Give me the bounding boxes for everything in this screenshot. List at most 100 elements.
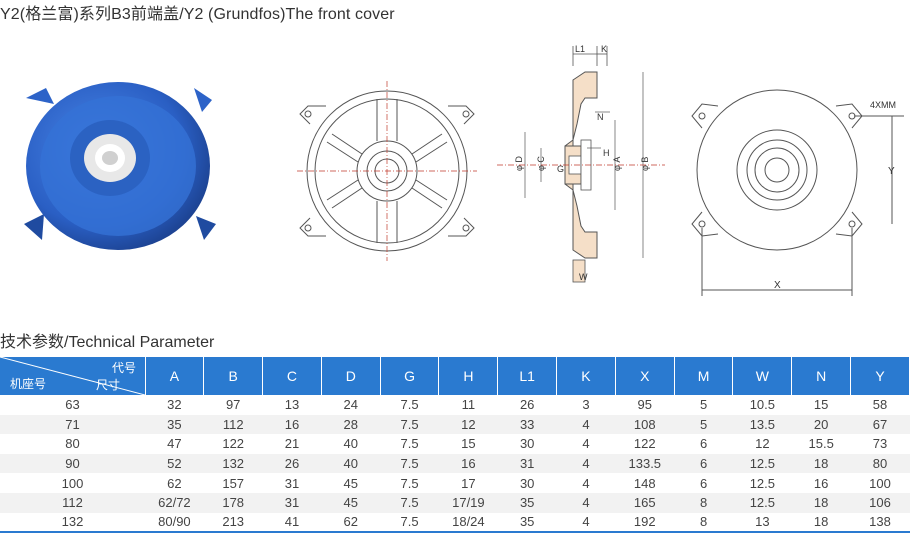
dim-label-k: K bbox=[601, 44, 607, 54]
table-cell: 7.5 bbox=[380, 492, 439, 513]
table-cell: 15.5 bbox=[808, 436, 834, 452]
table-cell: 7.5 bbox=[400, 436, 419, 452]
table-cell: 17/19 bbox=[438, 492, 498, 513]
table-cell: 138 bbox=[850, 512, 910, 534]
table-cell: 18/24 bbox=[438, 512, 498, 534]
table-cell: 15 bbox=[461, 436, 476, 452]
table-cell: 30 bbox=[519, 475, 535, 491]
table-cell: 67 bbox=[850, 414, 910, 435]
table-corner-header: 代号 尺寸 机座号 bbox=[0, 357, 146, 395]
table-cell: 7.5 bbox=[380, 414, 439, 435]
table-cell: 7.5 bbox=[400, 397, 419, 413]
front-view-drawing bbox=[297, 81, 477, 261]
table-cell: 26 bbox=[519, 397, 535, 413]
side-section-drawing: L1 K N H G φ C φ D φ A φ B W bbox=[497, 44, 665, 283]
table-cell: 8 bbox=[674, 512, 733, 534]
table-cell: 4 bbox=[556, 414, 616, 435]
dim-label-phi-c: φ C bbox=[536, 156, 546, 171]
section-title: 技术参数/Technical Parameter bbox=[0, 334, 215, 351]
table-cell: 31 bbox=[262, 492, 322, 513]
table-cell: 3 bbox=[582, 397, 590, 413]
table-cell: 122 bbox=[633, 436, 656, 452]
column-header: Y bbox=[850, 357, 910, 395]
column-header: N bbox=[791, 357, 852, 395]
table-cell: 40 bbox=[321, 453, 381, 474]
table-cell: 95 bbox=[637, 397, 652, 413]
frame-number-cell: 90 bbox=[0, 453, 145, 474]
table-cell: 45 bbox=[321, 492, 381, 513]
table-cell: 108 bbox=[615, 414, 675, 435]
table-cell: 24 bbox=[343, 397, 359, 413]
table-cell: 18 bbox=[791, 453, 851, 474]
table-cell: 213 bbox=[203, 512, 263, 534]
table-cell: 13 bbox=[732, 512, 792, 534]
corner-label-frame: 机座号 bbox=[10, 377, 47, 391]
table-cell: 18 bbox=[791, 512, 851, 534]
table-cell: 62 bbox=[167, 475, 182, 491]
table-cell: 12.5 bbox=[732, 453, 792, 474]
table-cell: 6 bbox=[699, 436, 708, 452]
dim-label-y: Y bbox=[888, 166, 895, 177]
dim-label-4xmm: 4XMM bbox=[870, 100, 896, 110]
frame-number-cell: 80 bbox=[65, 436, 80, 452]
page-title: Y2(格兰富)系列B3前端盖/Y2 (Grundfos)The front co… bbox=[0, 6, 395, 23]
frame-number-cell: 100 bbox=[61, 475, 84, 491]
table-cell: 148 bbox=[633, 475, 656, 491]
table-cell: 97 bbox=[225, 397, 241, 413]
column-header: L1 bbox=[497, 357, 558, 395]
column-header: A bbox=[145, 357, 205, 395]
dim-label-x: X bbox=[774, 280, 781, 291]
column-header: K bbox=[556, 357, 616, 395]
table-cell: 62 bbox=[321, 512, 381, 534]
table-cell: 157 bbox=[222, 475, 245, 491]
column-header: D bbox=[321, 357, 381, 395]
dim-label-h: H bbox=[603, 148, 610, 158]
table-header-row: 代号 尺寸 机座号 A B C D G H L1 K X M W N Y bbox=[0, 357, 910, 395]
dim-label-phi-b: φ B bbox=[640, 157, 650, 171]
table-cell: 16 bbox=[438, 453, 498, 474]
table-cell: 4 bbox=[556, 453, 616, 474]
table-cell: 4 bbox=[582, 436, 590, 452]
table-cell: 7.5 bbox=[380, 512, 439, 534]
table-cell: 17 bbox=[461, 475, 476, 491]
table-cell: 165 bbox=[615, 492, 675, 513]
frame-number-cell: 132 bbox=[0, 512, 145, 534]
table-cell: 4 bbox=[582, 475, 590, 491]
table-cell: 21 bbox=[284, 436, 300, 452]
dim-label-w: W bbox=[579, 272, 588, 282]
table-cell: 100 bbox=[869, 475, 891, 491]
table-cell: 35 bbox=[497, 512, 557, 534]
table-cell: 28 bbox=[321, 414, 381, 435]
table-cell: 40 bbox=[343, 436, 359, 452]
table-cell: 13.5 bbox=[732, 414, 792, 435]
table-cell: 30 bbox=[519, 436, 535, 452]
column-header: C bbox=[262, 357, 322, 395]
table-cell: 45 bbox=[343, 475, 359, 491]
table-cell: 6 bbox=[699, 475, 708, 491]
table-cell: 112 bbox=[203, 414, 263, 435]
table-cell: 31 bbox=[284, 475, 300, 491]
table-cell: 7.5 bbox=[400, 475, 419, 491]
dim-label-n: N bbox=[597, 112, 604, 122]
table-cell: 132 bbox=[203, 453, 263, 474]
frame-number-cell: 63 bbox=[65, 397, 80, 413]
table-cell: 5 bbox=[674, 414, 733, 435]
table-cell: 12 bbox=[755, 436, 770, 452]
column-header: B bbox=[203, 357, 264, 395]
table-cell: 4 bbox=[556, 512, 616, 534]
table-cell: 80 bbox=[850, 453, 910, 474]
table-cell: 20 bbox=[791, 414, 851, 435]
table-cell: 41 bbox=[262, 512, 322, 534]
table-cell: 5 bbox=[699, 397, 708, 413]
table-cell: 178 bbox=[203, 492, 263, 513]
table-cell: 18 bbox=[791, 492, 851, 513]
table-cell: 52 bbox=[145, 453, 204, 474]
